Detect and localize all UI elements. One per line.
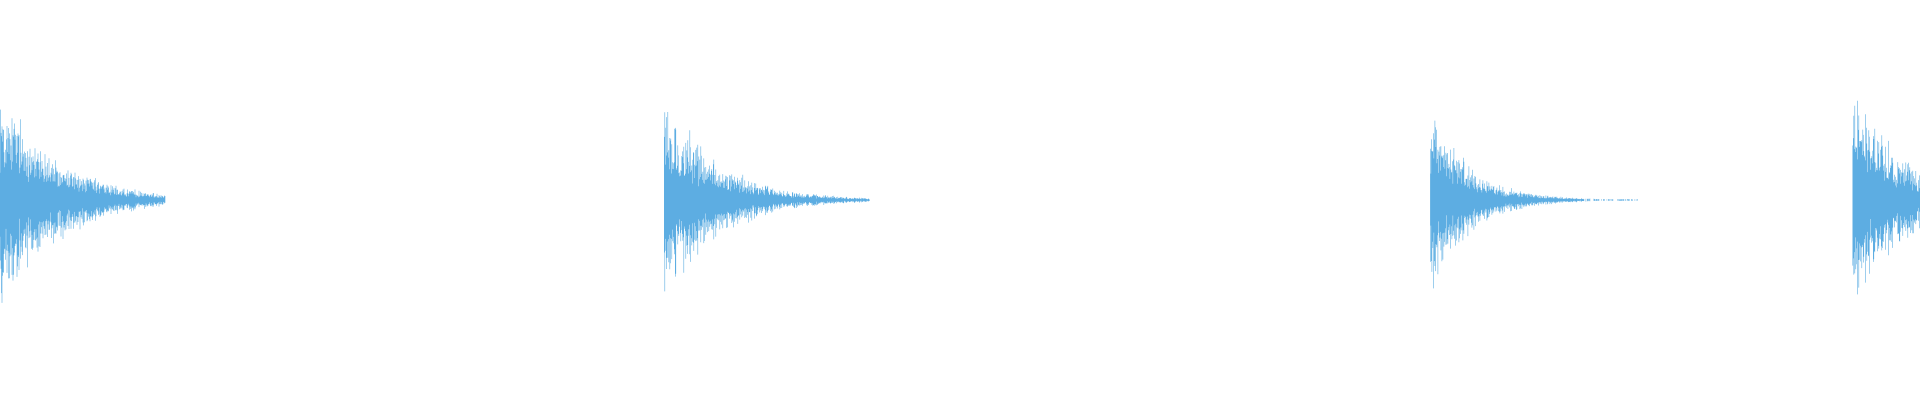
waveform-burst-path	[1430, 120, 1638, 289]
waveform-bursts	[0, 100, 1920, 303]
waveform-burst-3	[1430, 120, 1638, 289]
waveform-burst-2	[664, 112, 870, 292]
waveform-burst-path	[0, 109, 166, 303]
waveform-burst-path	[664, 112, 870, 292]
waveform-burst-1	[0, 109, 166, 303]
waveform-burst-4	[1852, 100, 1920, 295]
waveform-burst-path	[1852, 100, 1920, 295]
